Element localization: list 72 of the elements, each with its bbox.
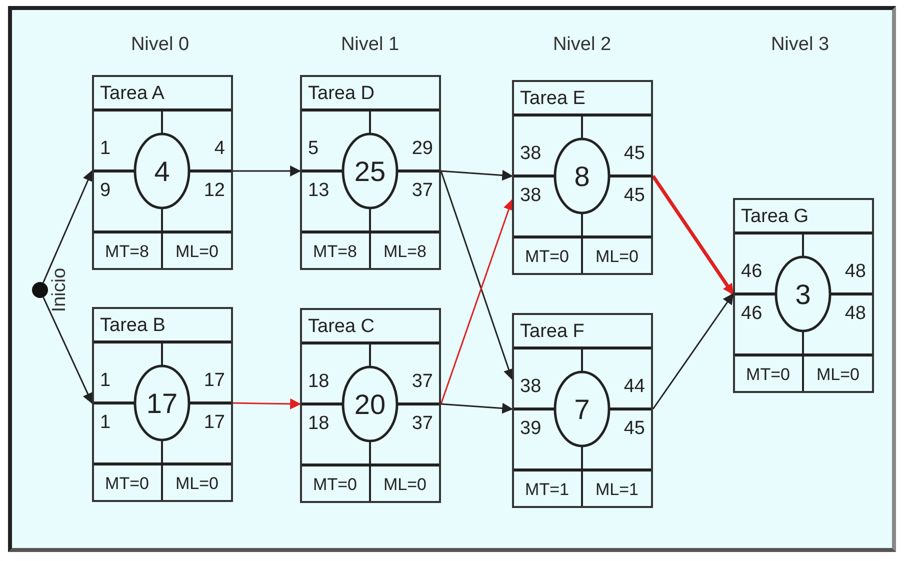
duration-value: 3 [795, 281, 811, 309]
slack-value: MT=0 [525, 248, 569, 265]
task-title: Tarea C [308, 317, 375, 336]
arrow [42, 296, 93, 404]
finish-time: 12 [204, 181, 225, 200]
arrow [42, 170, 94, 283]
finish-time: 48 [844, 262, 866, 281]
task-title: Tarea A [100, 84, 164, 103]
arrow [440, 170, 514, 181]
start-time: 13 [308, 181, 330, 200]
arrow [233, 166, 302, 176]
start-time: 39 [520, 419, 542, 438]
duration-value: 4 [154, 158, 170, 186]
finish-time: 37 [412, 372, 433, 391]
slack-value: ML=0 [816, 366, 860, 383]
slack-value: ML=1 [596, 481, 638, 498]
duration-value: 7 [574, 396, 590, 424]
finish-time: 17 [204, 371, 225, 390]
start-time: 1 [100, 371, 111, 390]
task-title: Tarea D [308, 84, 375, 103]
start-label: Inicio [49, 268, 71, 312]
finish-time: 45 [624, 419, 645, 438]
slack-value: ML=0 [596, 248, 638, 265]
start-time: 1 [100, 139, 111, 158]
start-time: 46 [741, 304, 762, 323]
finish-time: 17 [204, 413, 225, 432]
start-time: 1 [100, 413, 111, 432]
slack-value: MT=0 [746, 366, 790, 383]
start-time: 38 [520, 144, 542, 163]
slack-value: ML=0 [176, 475, 218, 492]
duration-value: 8 [574, 163, 590, 191]
slack-value: MT=8 [313, 243, 357, 260]
arrow [440, 170, 514, 380]
task-title: Tarea B [100, 316, 166, 335]
start-time: 18 [308, 372, 330, 391]
level-label: Nivel 1 [340, 34, 400, 56]
level-label: Nivel 2 [552, 34, 612, 56]
duration-value: 20 [354, 391, 386, 419]
finish-time: 37 [412, 414, 433, 433]
task-title: Tarea G [741, 207, 809, 226]
finish-time: 45 [624, 144, 645, 163]
slack-value: ML=0 [176, 243, 218, 260]
arrow [440, 198, 514, 404]
slack-value: MT=0 [105, 475, 149, 492]
finish-time: 37 [412, 181, 433, 200]
arrow [652, 293, 734, 410]
start-time: 38 [520, 377, 542, 396]
start-time: 18 [308, 414, 330, 433]
arrow [232, 398, 302, 410]
level-label: Nivel 0 [130, 34, 190, 56]
duration-value: 17 [146, 390, 178, 418]
finish-time: 4 [214, 139, 225, 158]
slack-value: MT=1 [525, 481, 569, 498]
slack-value: MT=0 [313, 476, 357, 493]
start-time: 38 [520, 186, 542, 205]
finish-time: 45 [624, 186, 645, 205]
slack-value: MT=8 [105, 243, 149, 260]
slack-value: ML=0 [384, 476, 426, 493]
finish-time: 44 [624, 377, 645, 396]
arrow [440, 402, 514, 414]
level-label: Nivel 3 [770, 34, 830, 56]
task-title: Tarea F [520, 322, 584, 341]
finish-time: 48 [844, 304, 866, 323]
slack-value: ML=8 [384, 243, 426, 260]
finish-time: 29 [412, 139, 433, 158]
arrow [652, 175, 734, 295]
start-dot [32, 282, 48, 298]
start-time: 46 [741, 262, 762, 281]
start-time: 9 [100, 181, 111, 200]
task-title: Tarea E [520, 89, 586, 108]
start-time: 5 [308, 139, 319, 158]
duration-value: 25 [354, 158, 386, 186]
